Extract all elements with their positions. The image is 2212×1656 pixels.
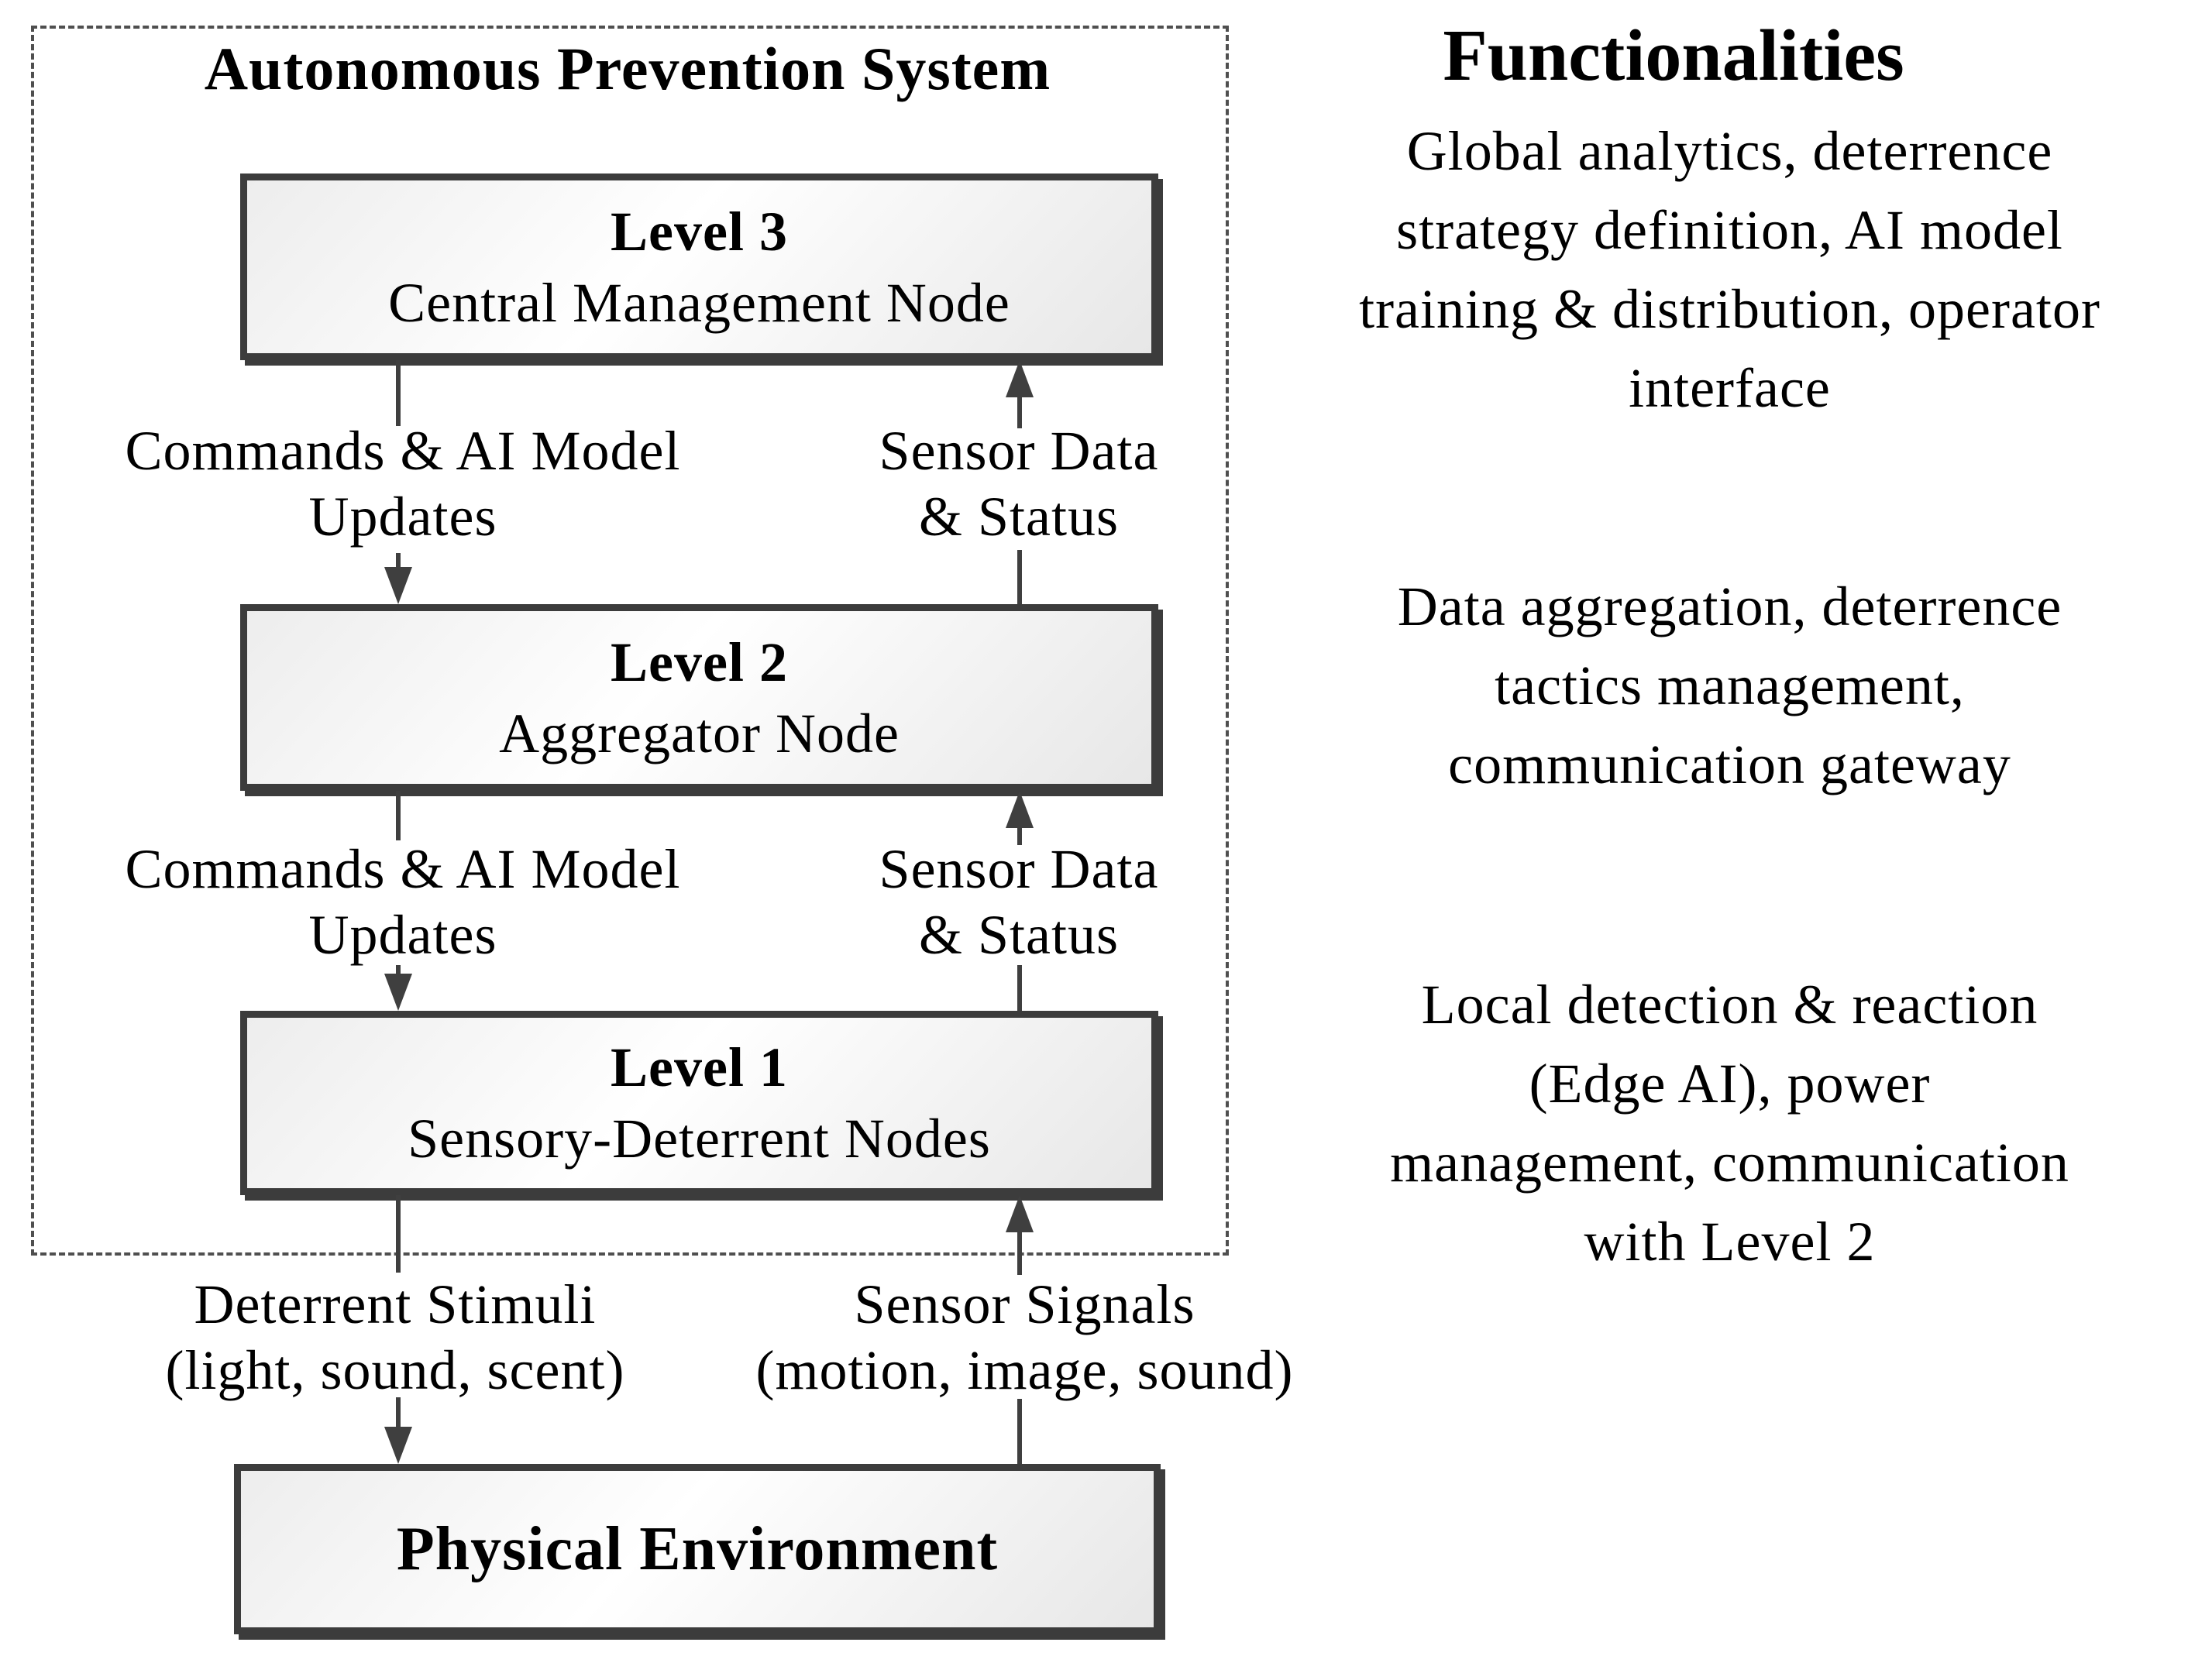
sensor-data-status-label-2: Sensor Data & Status <box>806 837 1232 968</box>
label-line: Updates <box>308 904 497 966</box>
functionality-line: (Edge AI), power <box>1529 1053 1931 1115</box>
down-arrowhead-icon <box>384 1427 412 1464</box>
functionality-line: training & distribution, operator <box>1359 278 2100 340</box>
connector-line <box>396 360 401 426</box>
connector-line <box>396 553 401 572</box>
connector-line <box>1017 550 1022 604</box>
label-line: Deterrent Stimuli <box>194 1273 597 1335</box>
connector-line <box>396 1195 401 1273</box>
functionality-item-level3: Global analytics, deterrence strategy de… <box>1251 112 2208 428</box>
up-arrowhead-icon <box>1006 791 1034 828</box>
label-line: & Status <box>918 904 1120 966</box>
physical-environment-box: Physical Environment <box>234 1464 1161 1634</box>
physical-environment-title: Physical Environment <box>396 1515 999 1583</box>
level-1-box: Level 1 Sensory-Deterrent Nodes <box>240 1011 1158 1195</box>
down-arrowhead-icon <box>384 974 412 1011</box>
functionality-item-level2: Data aggregation, deterrence tactics man… <box>1251 567 2208 804</box>
label-line: & Status <box>918 486 1120 548</box>
label-line: Commands & AI Model <box>125 838 681 900</box>
connector-line <box>1017 965 1022 1011</box>
connector-line <box>396 965 401 976</box>
up-arrowhead-icon <box>1006 1195 1034 1232</box>
commands-updates-label-2: Commands & AI Model Updates <box>46 837 759 968</box>
level-3-subtitle: Central Management Node <box>388 271 1010 334</box>
level-1-title: Level 1 <box>611 1036 788 1098</box>
connector-line <box>1017 1232 1022 1275</box>
connector-line <box>1017 828 1022 845</box>
functionality-line: Global analytics, deterrence <box>1406 120 2053 182</box>
up-arrowhead-icon <box>1006 360 1034 397</box>
level-2-title: Level 2 <box>611 630 788 693</box>
functionality-line: strategy definition, AI model <box>1396 199 2063 261</box>
functionality-line: tactics management, <box>1495 654 1965 716</box>
commands-updates-label-1: Commands & AI Model Updates <box>46 418 759 550</box>
functionality-item-level1: Local detection & reaction (Edge AI), po… <box>1251 965 2208 1281</box>
functionalities-heading: Functionalities <box>1443 15 1904 96</box>
level-3-title: Level 3 <box>611 200 788 263</box>
label-line: Updates <box>308 486 497 548</box>
sensor-data-status-label-1: Sensor Data & Status <box>806 418 1232 550</box>
connector-line <box>1017 1399 1022 1464</box>
label-line: Sensor Data <box>879 420 1159 482</box>
functionality-line: interface <box>1629 357 1831 419</box>
connector-line <box>396 791 401 840</box>
label-line: (motion, image, sound) <box>755 1339 1294 1401</box>
connector-line <box>396 1397 401 1430</box>
level-2-box: Level 2 Aggregator Node <box>240 604 1158 791</box>
level-2-subtitle: Aggregator Node <box>499 702 900 764</box>
deterrent-stimuli-label: Deterrent Stimuli (light, sound, scent) <box>50 1272 740 1403</box>
level-3-box: Level 3 Central Management Node <box>240 174 1158 360</box>
label-line: (light, sound, scent) <box>165 1339 625 1401</box>
diagram-title: Autonomous Prevention System <box>204 35 1051 102</box>
level-1-subtitle: Sensory-Deterrent Nodes <box>408 1108 991 1170</box>
functionality-line: Data aggregation, deterrence <box>1397 575 2062 637</box>
functionality-line: communication gateway <box>1448 734 2011 795</box>
system-boundary-dashed-box <box>31 26 1229 1256</box>
down-arrowhead-icon <box>384 567 412 604</box>
label-line: Sensor Data <box>879 838 1159 900</box>
functionality-line: Local detection & reaction <box>1421 974 2038 1036</box>
connector-line <box>1017 397 1022 428</box>
functionality-line: management, communication <box>1390 1132 2069 1194</box>
label-line: Sensor Signals <box>854 1273 1195 1335</box>
functionality-line: with Level 2 <box>1584 1211 1876 1273</box>
sensor-signals-label: Sensor Signals (motion, image, sound) <box>674 1272 1375 1403</box>
label-line: Commands & AI Model <box>125 420 681 482</box>
